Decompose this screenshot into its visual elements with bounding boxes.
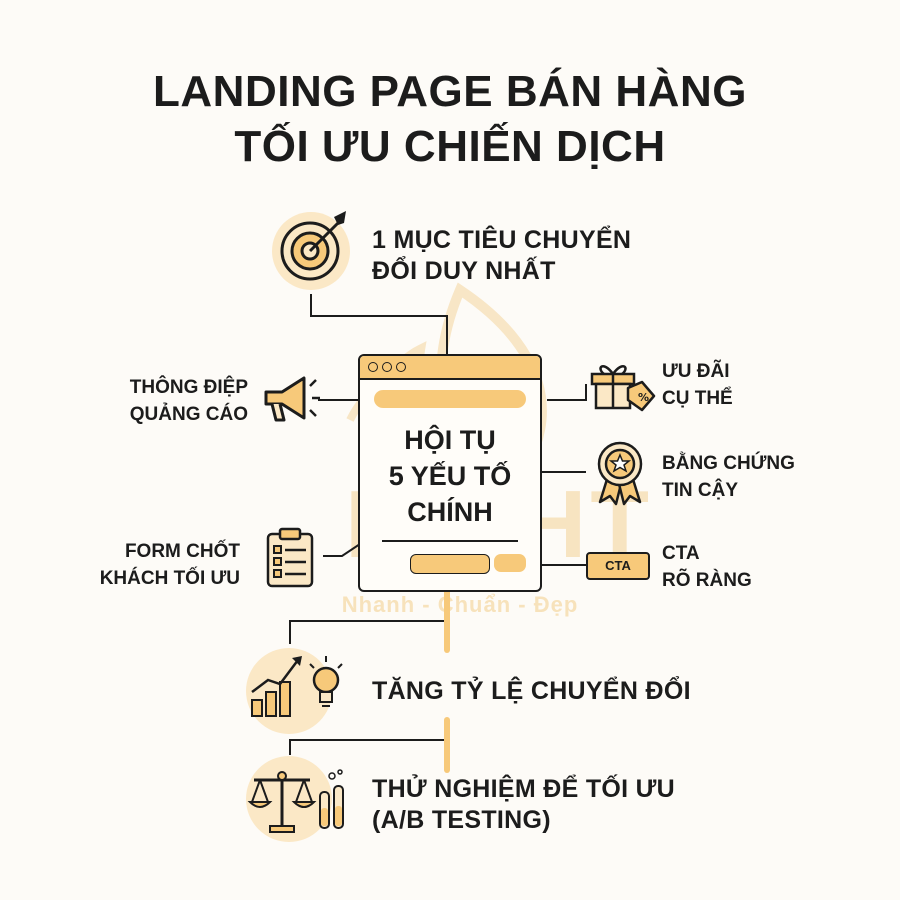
clipboard-icon bbox=[266, 527, 314, 588]
offer-label-line2: CỤ THỂ bbox=[662, 388, 733, 409]
testing-label-line1: THỬ NGHIỆM ĐỂ TỐI ƯU bbox=[372, 775, 676, 803]
proof-label: BẰNG CHỨNG TIN CẬY bbox=[662, 450, 795, 504]
cta-button-text: CTA bbox=[605, 558, 631, 573]
form-label: FORM CHỐT KHÁCH TỐI ƯU bbox=[60, 538, 240, 592]
center-title: HỘI TỤ 5 YẾU TỐ CHÍNH bbox=[360, 422, 540, 530]
megaphone-icon bbox=[264, 376, 320, 422]
proof-label-line1: BẰNG CHỨNG bbox=[662, 453, 795, 474]
window-dot-icon bbox=[396, 362, 406, 372]
center-line2: 5 YẾU TỐ bbox=[388, 461, 512, 491]
cta-label-line2: RÕ RÀNG bbox=[662, 570, 752, 591]
divider-line bbox=[382, 540, 518, 542]
cta-button-bar bbox=[494, 554, 526, 572]
page-title-line1: LANDING PAGE BÁN HÀNG bbox=[153, 67, 747, 116]
cta-label-line1: CTA bbox=[662, 543, 700, 564]
message-label: THÔNG ĐIỆP QUẢNG CÁO bbox=[90, 374, 248, 428]
goal-label: 1 MỤC TIÊU CHUYỂN ĐỔI DUY NHẤT bbox=[372, 225, 631, 287]
center-line3: CHÍNH bbox=[407, 497, 493, 527]
testing-label-line2: (A/B TESTING) bbox=[372, 806, 551, 834]
page-title-line2: TỐI ƯU CHIẾN DỊCH bbox=[234, 122, 666, 171]
target-icon bbox=[280, 211, 346, 281]
offer-label: ƯU ĐÃI CỤ THỂ bbox=[662, 358, 733, 412]
goal-label-line1: 1 MỤC TIÊU CHUYỂN bbox=[372, 226, 632, 254]
cta-button-icon: CTA bbox=[586, 552, 650, 580]
svg-text:%: % bbox=[638, 391, 649, 404]
message-label-line1: THÔNG ĐIỆP bbox=[129, 377, 248, 398]
cta-label: CTA RÕ RÀNG bbox=[662, 540, 752, 594]
goal-label-line2: ĐỔI DUY NHẤT bbox=[372, 257, 556, 285]
headline-bar bbox=[374, 390, 526, 408]
offer-label-line1: ƯU ĐÃI bbox=[662, 361, 730, 382]
watermark-slogan: Nhanh - Chuẩn - Đẹp bbox=[341, 592, 579, 617]
proof-label-line2: TIN CẬY bbox=[662, 480, 738, 501]
form-button-bar bbox=[410, 554, 490, 574]
form-label-line1: FORM CHỐT bbox=[124, 541, 240, 562]
window-dot-icon bbox=[368, 362, 378, 372]
form-label-line2: KHÁCH TỐI ƯU bbox=[99, 568, 240, 589]
scale-test-tube-icon bbox=[247, 769, 344, 833]
window-titlebar bbox=[360, 356, 540, 380]
growth-chart-icon bbox=[251, 656, 343, 717]
landing-page-window: HỘI TỤ 5 YẾU TỐ CHÍNH bbox=[358, 354, 542, 592]
gift-icon: % bbox=[590, 365, 656, 412]
window-dot-icon bbox=[382, 362, 392, 372]
message-label-line2: QUẢNG CÁO bbox=[129, 404, 248, 425]
center-line1: HỘI TỤ bbox=[404, 425, 496, 455]
badge-icon bbox=[597, 441, 643, 506]
testing-label: THỬ NGHIỆM ĐỂ TỐI ƯU (A/B TESTING) bbox=[372, 774, 675, 836]
conversion-label: TĂNG TỶ LỆ CHUYỂN ĐỔI bbox=[372, 677, 691, 705]
